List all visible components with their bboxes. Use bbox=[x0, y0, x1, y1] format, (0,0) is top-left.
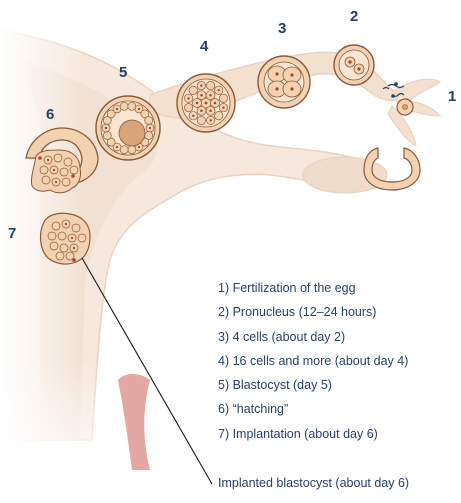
cell-nucleus bbox=[105, 127, 107, 129]
cell bbox=[72, 224, 80, 232]
legend-item: 2) Pronucleus (12–24 hours) bbox=[218, 304, 408, 328]
cell bbox=[78, 234, 86, 242]
cell bbox=[56, 252, 64, 260]
cell-nucleus bbox=[116, 146, 118, 148]
cell bbox=[64, 158, 72, 166]
cell bbox=[50, 242, 58, 250]
cell bbox=[48, 232, 56, 240]
stage-number-2: 2 bbox=[350, 8, 358, 25]
stage-number-7: 7 bbox=[8, 225, 16, 242]
stage-number-6: 6 bbox=[46, 106, 54, 123]
cell-nucleus bbox=[222, 106, 224, 108]
stage-number-4: 4 bbox=[200, 38, 208, 55]
cell bbox=[42, 176, 50, 184]
cell bbox=[60, 168, 68, 176]
cell bbox=[60, 244, 68, 252]
cell-nucleus bbox=[138, 108, 140, 110]
cell-nucleus bbox=[205, 102, 208, 105]
legend-item: 5) Blastocyst (day 5) bbox=[218, 377, 408, 401]
fimbriae bbox=[388, 79, 440, 146]
legend-item: 1) Fertilization of the egg bbox=[218, 280, 408, 304]
cell bbox=[70, 166, 78, 174]
legend-item: 3) 4 cells (about day 2) bbox=[218, 329, 408, 353]
cell-nucleus bbox=[116, 108, 118, 110]
cell bbox=[40, 166, 48, 174]
stage-number-1: 1 bbox=[448, 88, 456, 105]
cell bbox=[103, 132, 111, 140]
legend-item: 6) “hatching” bbox=[218, 401, 408, 425]
cell bbox=[128, 102, 136, 110]
cell bbox=[54, 154, 62, 162]
stage-5-blastocyst bbox=[96, 96, 160, 160]
cell-nucleus bbox=[200, 110, 203, 113]
cell-nucleus bbox=[200, 84, 202, 86]
stage-2-pronucleus bbox=[334, 45, 374, 85]
cell bbox=[189, 86, 197, 94]
cell bbox=[120, 146, 128, 154]
cell bbox=[58, 232, 66, 240]
stage-3-four-cells bbox=[258, 56, 310, 108]
stage-4-morula bbox=[177, 74, 235, 132]
legend-item: 7) Implantation (about day 6) bbox=[218, 426, 408, 450]
cell-nucleus bbox=[196, 102, 199, 105]
cell-nucleus bbox=[187, 97, 189, 99]
cell-nucleus bbox=[55, 181, 57, 183]
cell bbox=[215, 112, 223, 120]
cell bbox=[145, 116, 153, 124]
cell-nucleus bbox=[210, 119, 212, 121]
cell-nucleus bbox=[149, 127, 151, 129]
stage-number-3: 3 bbox=[278, 20, 286, 37]
stage-legend: 1) Fertilization of the egg 2) Pronucleu… bbox=[218, 280, 408, 450]
cell bbox=[120, 102, 128, 110]
ovum-follicle bbox=[364, 148, 420, 190]
cell-nucleus bbox=[214, 102, 217, 105]
implanted-blastocyst-caption: Implanted blastocyst (about day 6) bbox=[218, 476, 409, 490]
legend-item: 4) 16 cells and more (about day 4) bbox=[218, 353, 408, 377]
cell-nucleus bbox=[53, 169, 55, 171]
cell-nucleus bbox=[192, 115, 194, 117]
stage-7-implantation bbox=[41, 213, 90, 264]
cell bbox=[197, 116, 205, 124]
cell bbox=[206, 81, 214, 89]
cell bbox=[184, 103, 192, 111]
stage-number-5: 5 bbox=[119, 64, 127, 81]
cell bbox=[128, 146, 136, 154]
cell-nucleus bbox=[200, 94, 203, 97]
cell-nucleus bbox=[65, 223, 67, 225]
cell-nucleus bbox=[209, 94, 212, 97]
cell-nucleus bbox=[138, 146, 140, 148]
cell-nucleus bbox=[47, 159, 49, 161]
cell-nucleus bbox=[71, 237, 73, 239]
cell bbox=[62, 178, 70, 186]
cell bbox=[52, 222, 60, 230]
cell-nucleus bbox=[209, 110, 212, 113]
cell-nucleus bbox=[218, 89, 220, 91]
cell-nucleus bbox=[73, 247, 75, 249]
cell bbox=[219, 94, 227, 102]
